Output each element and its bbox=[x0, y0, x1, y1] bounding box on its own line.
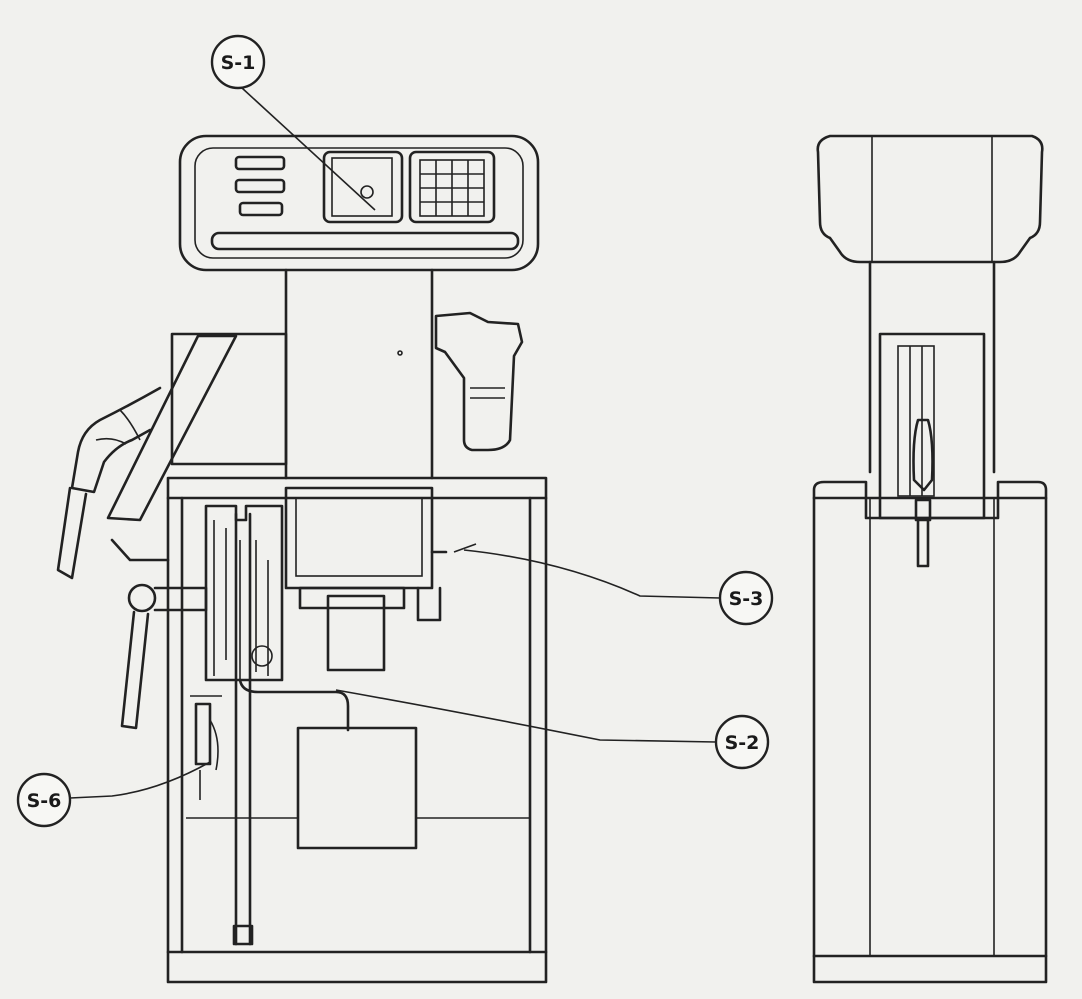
callout-s6: S-6 bbox=[16, 761, 211, 828]
upper-nozzle bbox=[56, 386, 162, 580]
side-view-dispenser bbox=[812, 134, 1048, 984]
callout-s2: S-2 bbox=[335, 689, 770, 770]
callout-s3: S-3 bbox=[453, 543, 774, 626]
nozzle-boot bbox=[106, 332, 288, 522]
center-column bbox=[284, 268, 434, 480]
junction-box bbox=[296, 726, 418, 850]
filter-bowl bbox=[434, 311, 524, 452]
callout-s2-label: S-2 bbox=[725, 732, 760, 754]
callout-s1-label: S-1 bbox=[221, 52, 256, 74]
callout-s3-label: S-3 bbox=[729, 588, 764, 610]
callout-s6-label: S-6 bbox=[27, 790, 62, 812]
callout-s1: S-1 bbox=[210, 34, 376, 211]
meter-frame bbox=[284, 486, 448, 622]
pump-assembly bbox=[204, 504, 406, 946]
display-head bbox=[178, 134, 540, 272]
front-view-dispenser bbox=[56, 134, 548, 984]
solenoid-valve bbox=[190, 695, 222, 800]
lower-nozzle bbox=[110, 538, 208, 730]
